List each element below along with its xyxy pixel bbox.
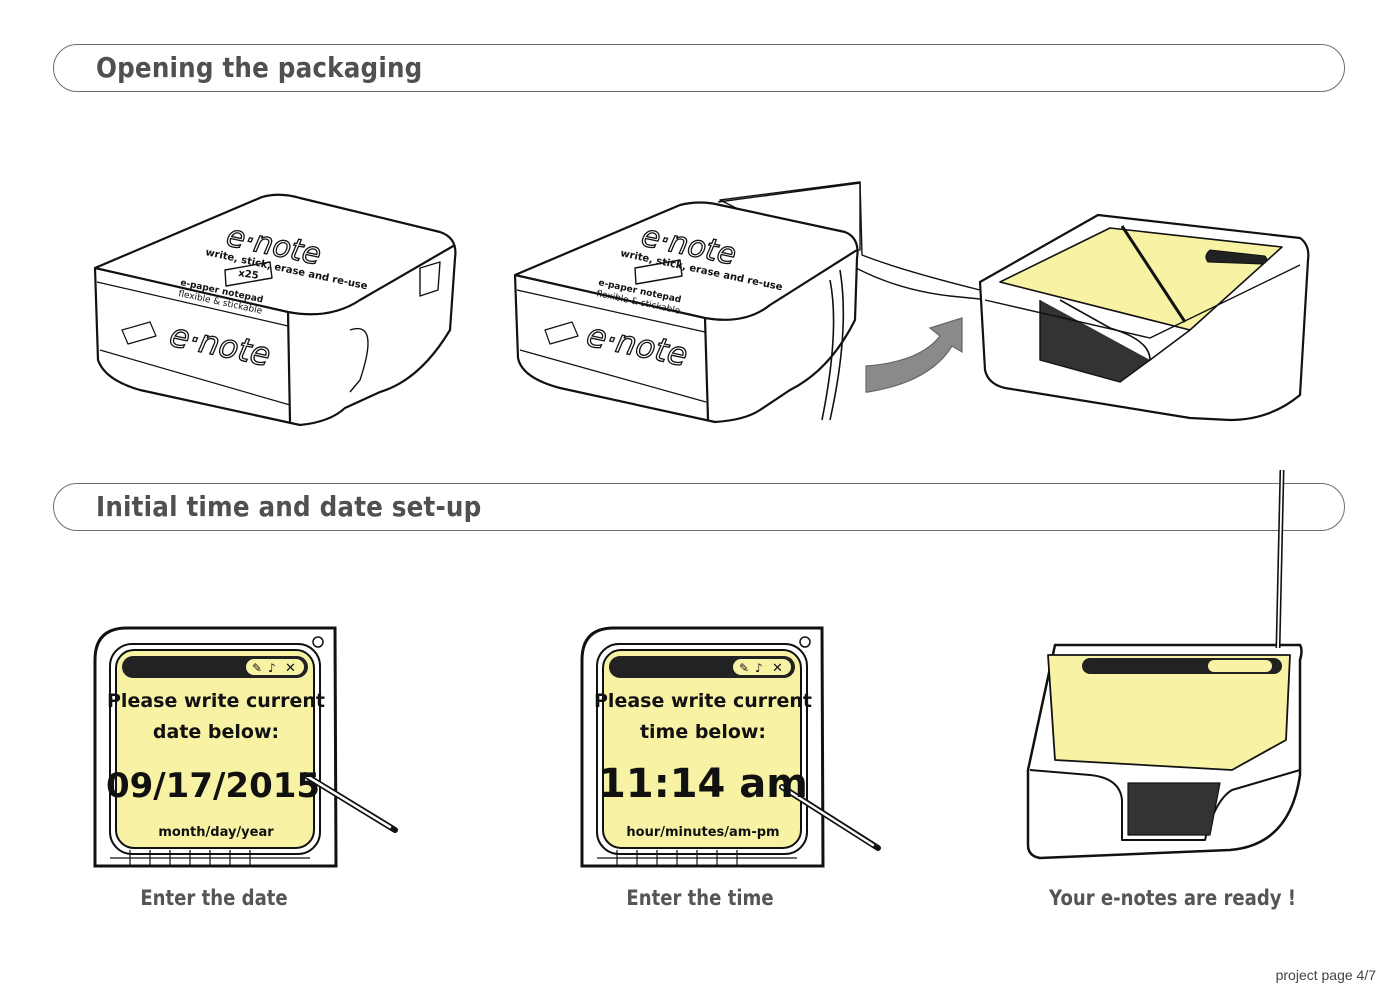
curved-arrow-icon	[865, 317, 963, 393]
close-icon: ✕	[285, 661, 296, 676]
caption-enter-time: Enter the time	[626, 886, 774, 910]
section-title: Initial time and date set-up	[96, 490, 482, 523]
time-hint: hour/minutes/am-pm	[626, 825, 779, 840]
date-value: 09/17/2015	[106, 766, 320, 806]
date-prompt-line2: date below:	[153, 721, 279, 743]
section-header-opening: Opening the packaging	[53, 44, 1345, 92]
paint-icon: ✎	[252, 661, 262, 675]
date-hint: month/day/year	[158, 825, 274, 840]
ready-device	[1026, 469, 1303, 860]
date-prompt-line1: Please write current	[107, 690, 325, 712]
box-badge: x25	[238, 268, 260, 282]
bell-icon: ♪	[268, 661, 276, 675]
close-icon: ✕	[772, 661, 783, 676]
section-title: Opening the packaging	[96, 51, 423, 84]
time-prompt-line1: Please write current	[594, 690, 812, 712]
page-number: project page 4/7	[1275, 967, 1376, 983]
opening-box	[513, 181, 991, 424]
time-prompt-line2: time below:	[640, 721, 766, 743]
bell-icon: ♪	[755, 661, 763, 675]
paint-icon: ✎	[739, 661, 749, 675]
device-tray	[978, 213, 1310, 422]
date-device	[93, 626, 398, 868]
time-device	[580, 626, 881, 868]
caption-enter-date: Enter the date	[140, 886, 288, 910]
section-header-setup: Initial time and date set-up	[53, 483, 1345, 531]
time-value: 11:14 am	[598, 761, 808, 807]
closed-box	[93, 193, 457, 427]
caption-ready: Your e-notes are ready !	[1049, 886, 1297, 910]
